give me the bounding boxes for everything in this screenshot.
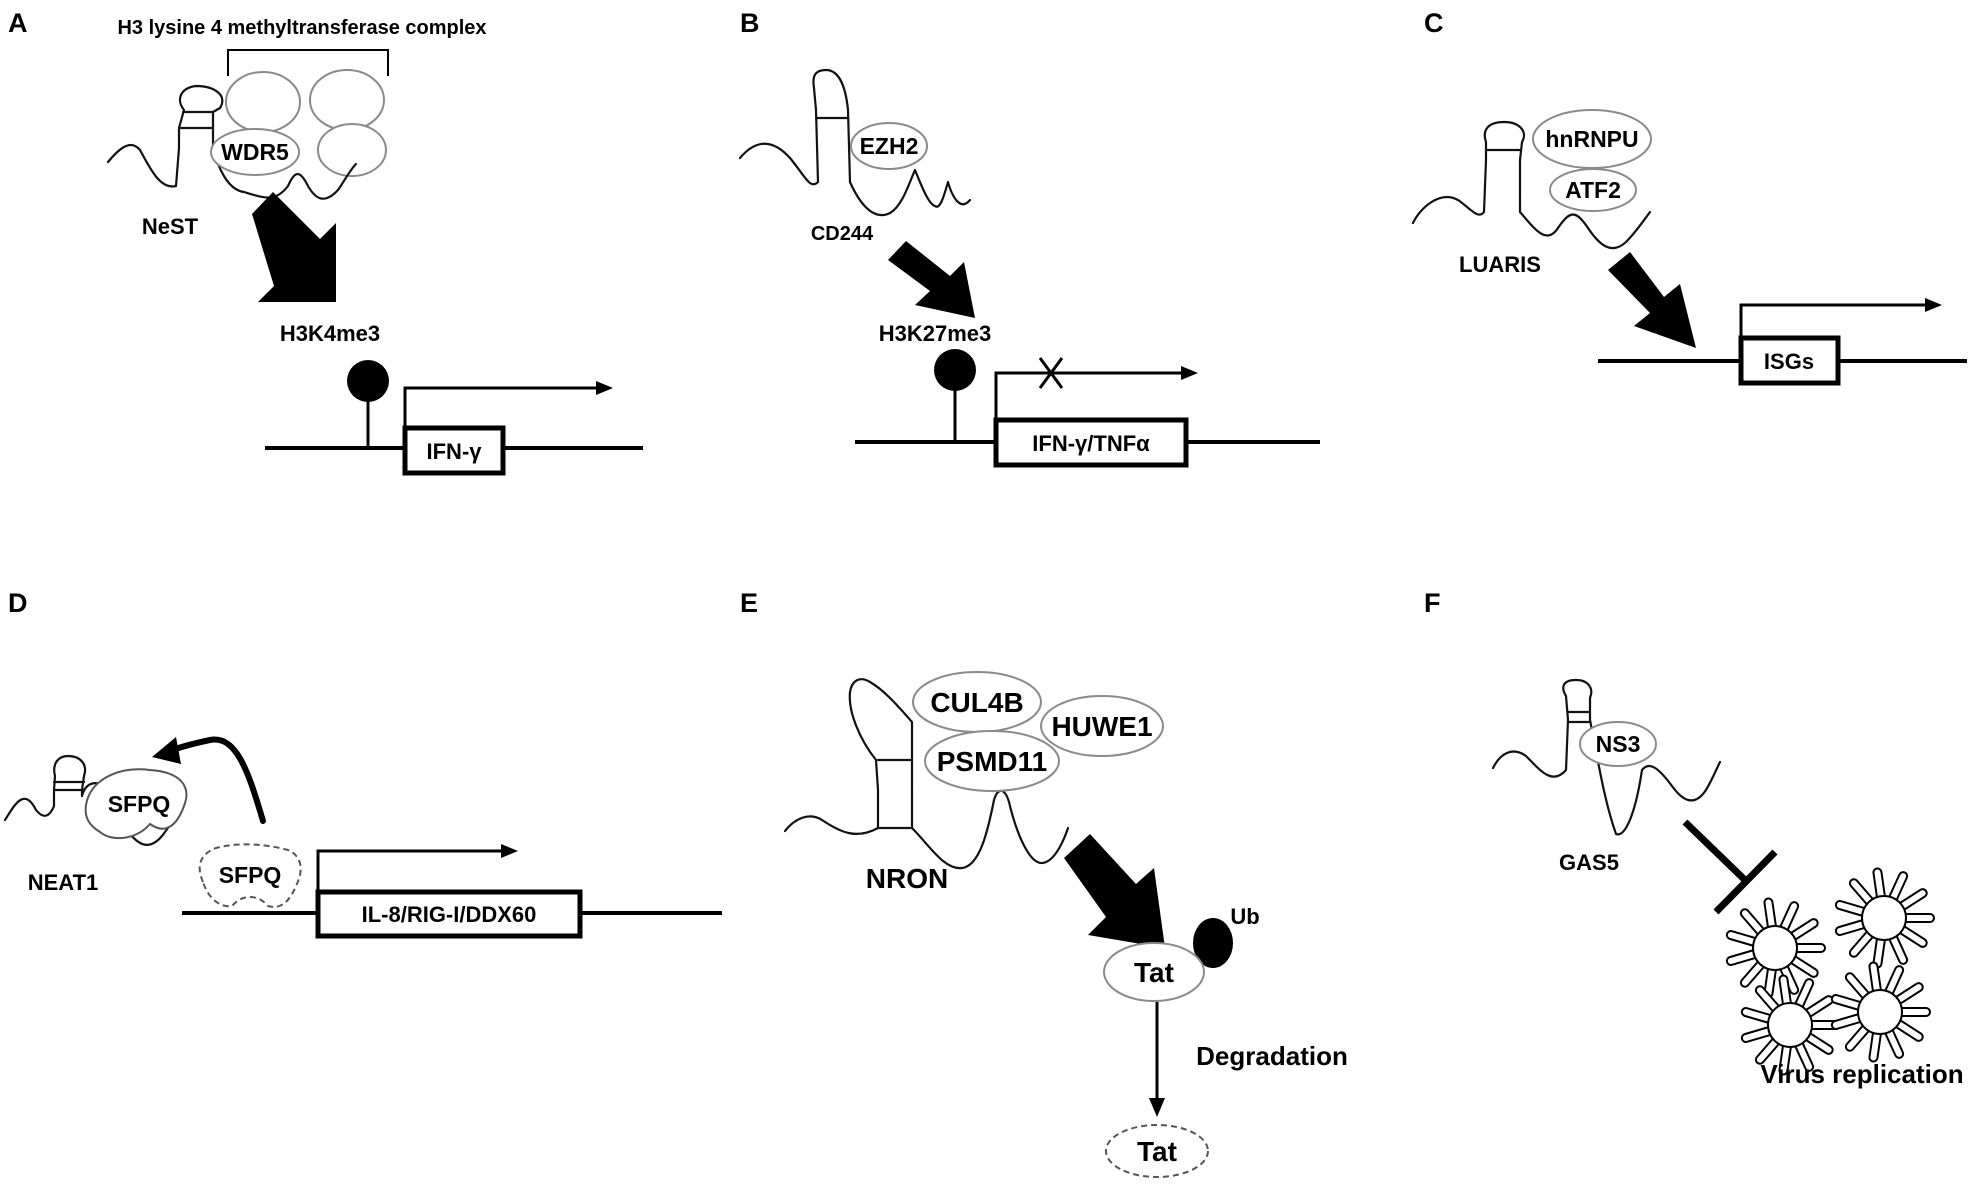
ifn-gamma-tnfa-gene-box — [993, 417, 1189, 468]
neat1-label: NEAT1 — [28, 870, 99, 895]
ezh2-protein — [850, 122, 928, 170]
nest-label: NeST — [142, 214, 199, 239]
arrowhead — [1181, 366, 1198, 380]
psmd11-protein — [924, 730, 1060, 792]
complex-subunit-oval — [317, 123, 387, 177]
complex-subunit-oval — [225, 71, 301, 133]
rna-stem-bar — [876, 758, 914, 830]
huwe1-protein — [1040, 695, 1164, 757]
histone-mark-dot — [347, 360, 389, 402]
panel-c-label: C — [1424, 8, 1444, 38]
arrowhead — [152, 737, 181, 764]
panel-d: D SFPQ NEAT1 SFPQ IL-8/RIG-I/DDX60 — [3, 588, 722, 939]
complex-subunit-oval — [309, 69, 385, 131]
nron-label: NRON — [866, 863, 948, 894]
psmd11-label: PSMD11 — [937, 746, 1048, 777]
tat-label: Tat — [1134, 957, 1174, 988]
ezh2-label: EZH2 — [860, 133, 919, 159]
ub-label: Ub — [1230, 904, 1259, 929]
cd244-label: CD244 — [811, 223, 874, 245]
panel-b-label: B — [740, 8, 760, 38]
virus-icon — [1830, 961, 1931, 1063]
arrowhead — [596, 381, 613, 395]
panel-c: C hnRNPU ATF2 LUARIS ISGs — [1411, 8, 1967, 386]
sfpq-bound-label: SFPQ — [108, 791, 171, 817]
ifn-gamma-gene-label: IFN-γ — [427, 439, 483, 464]
panel-a: A H3 lysine 4 methyltransferase complex … — [8, 8, 643, 476]
fat-arrow — [1608, 252, 1696, 348]
hnrnpu-protein — [1532, 109, 1652, 169]
neat1-lncrna-strand — [3, 754, 184, 846]
complex-label: H3 lysine 4 methyltransferase complex — [117, 17, 486, 39]
inhibition-bar — [1713, 849, 1778, 915]
transcription-start-arrow — [316, 849, 502, 892]
arrowhead — [501, 844, 518, 858]
ifn-gamma-tnfa-gene-label: IFN-γ/TNFα — [1032, 431, 1150, 456]
ns3-label: NS3 — [1596, 731, 1641, 757]
nron-lncrna-strand — [783, 678, 1070, 870]
tat-degraded-protein — [1105, 1124, 1209, 1178]
cd244-lncrna-strand — [738, 68, 972, 216]
sfpq-released-label: SFPQ — [219, 862, 282, 888]
tat-protein — [1103, 942, 1205, 1002]
virus-cluster — [1725, 867, 1935, 1076]
virus-icon — [1834, 867, 1935, 969]
sfpq-bound-protein — [84, 768, 188, 840]
h3k27me3-label: H3K27me3 — [879, 321, 992, 346]
panel-f: F NS3 GAS5 Virus replication — [1424, 588, 1964, 1089]
wdr5-protein — [210, 128, 300, 176]
panel-e: E CUL4B HUWE1 PSMD11 NRON Ub Tat Degrada… — [740, 588, 1348, 1178]
panel-d-label: D — [8, 588, 28, 618]
fat-arrow — [888, 241, 975, 318]
atf2-label: ATF2 — [1565, 177, 1621, 203]
luaris-lncrna-strand — [1411, 120, 1652, 250]
panel-e-label: E — [740, 588, 758, 618]
arrowhead — [1925, 298, 1942, 312]
hnrnpu-label: hnRNPU — [1545, 126, 1638, 152]
ifn-gamma-gene-box — [402, 425, 506, 476]
transcription-start-arrow — [994, 371, 1183, 420]
blocked-transcription-x-icon — [1038, 357, 1064, 389]
ns3-protein — [1579, 721, 1657, 767]
virus-icon — [1725, 897, 1826, 999]
rna-stem-bar — [1566, 710, 1592, 724]
curved-release-arrow — [167, 736, 266, 824]
arrowhead — [1149, 1098, 1165, 1117]
isgs-gene-box — [1738, 335, 1841, 386]
panel-b: B EZH2 CD244 H3K27me3 IFN-γ/TNFα — [738, 8, 1320, 468]
luaris-label: LUARIS — [1459, 252, 1541, 277]
rna-stem-bar — [52, 780, 86, 792]
gas5-lncrna-strand — [1491, 678, 1722, 836]
tat-degraded-label: Tat — [1137, 1136, 1177, 1167]
fat-arrow — [1064, 834, 1165, 948]
virus-replication-label: Virus replication — [1760, 1059, 1963, 1089]
il8-rigi-ddx60-gene-label: IL-8/RIG-I/DDX60 — [362, 902, 537, 927]
complex-bracket — [227, 49, 389, 76]
wdr5-label: WDR5 — [221, 139, 289, 165]
il8-rigi-ddx60-gene-box — [315, 889, 583, 939]
fat-arrow — [252, 192, 336, 302]
inhibition-arrow — [1682, 819, 1749, 884]
isgs-gene-label: ISGs — [1764, 349, 1814, 374]
huwe1-label: HUWE1 — [1051, 711, 1152, 742]
sfpq-released-protein — [198, 843, 302, 908]
atf2-protein — [1549, 168, 1637, 212]
panel-a-label: A — [8, 8, 28, 38]
ubiquitin-dot — [1193, 918, 1233, 968]
transcription-start-arrow — [403, 386, 598, 428]
histone-mark-dot — [934, 349, 976, 391]
panel-f-label: F — [1424, 588, 1441, 618]
virus-icon — [1740, 974, 1841, 1076]
degradation-label: Degradation — [1196, 1041, 1348, 1071]
cul4b-label: CUL4B — [930, 687, 1023, 718]
gas5-label: GAS5 — [1559, 850, 1619, 875]
h3k4me3-label: H3K4me3 — [280, 321, 380, 346]
transcription-start-arrow — [1739, 303, 1926, 338]
